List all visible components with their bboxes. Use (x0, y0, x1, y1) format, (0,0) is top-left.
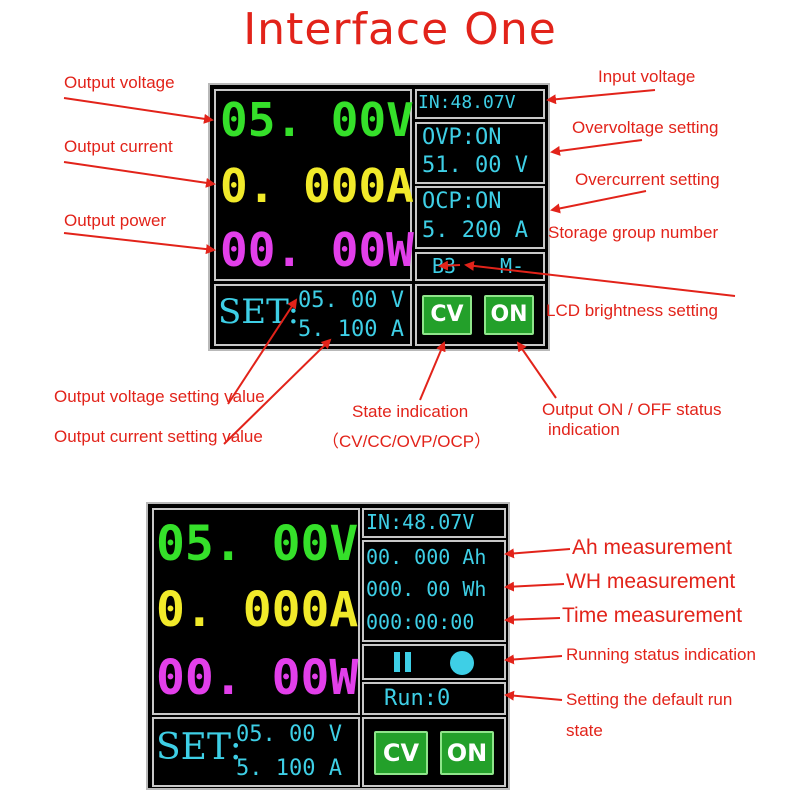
arrow-output-voltage (63, 97, 214, 124)
output-current-readout-2: 0. 000A (156, 582, 359, 638)
input-voltage-readout-2: IN:48.07V (366, 510, 475, 534)
output-power-readout: 00. 00W (220, 223, 414, 277)
label-overvoltage: Overvoltage setting (572, 118, 719, 137)
set-voltage-value: 05. 00 V (298, 288, 404, 313)
arrow-ah (504, 548, 571, 559)
page-title: Interface One (243, 4, 557, 55)
arrow-overcurrent (550, 190, 647, 214)
wh-readout: 000. 00 Wh (366, 577, 487, 601)
arrow-default-run (504, 690, 563, 701)
ocp-value: 5. 200 A (422, 218, 528, 243)
ovp-box (415, 122, 545, 184)
input-voltage-readout: IN:48.07V (418, 92, 516, 113)
label-default-run: Setting the default run (566, 690, 733, 709)
output-voltage-readout-2: 05. 00V (156, 516, 359, 572)
arrow-state-indication (419, 341, 446, 401)
arrow-output-power (63, 232, 216, 255)
ovp-value: 51. 00 V (422, 153, 528, 178)
label-wh-measurement: WH measurement (566, 570, 736, 593)
input-voltage-box (415, 89, 545, 119)
set-label-2: SET: (156, 727, 242, 768)
arrow-onoff-status (516, 341, 557, 399)
arrow-input-voltage (546, 89, 656, 105)
ah-readout: 00. 000 Ah (366, 545, 487, 569)
arrow-output-current (63, 161, 216, 188)
input-voltage-box-2 (362, 508, 506, 538)
ocp-box (415, 186, 545, 249)
label-running-status: Running status indication (566, 645, 756, 664)
label-storage-group: Storage group number (548, 223, 719, 242)
lcd-screen-interface-one: 05. 00V 0. 000A 00. 00W IN:48.07V OVP:ON… (208, 83, 550, 351)
label-state-indication: State indication (352, 402, 469, 421)
label-time-measurement: Time measurement (562, 604, 743, 627)
set-voltage-value-2: 05. 00 V (236, 722, 342, 747)
brightness-readout: M- (500, 254, 525, 278)
ovp-state: OVP:ON (422, 125, 502, 150)
label-state-modes: （CV/CC/OVP/OCP） (322, 432, 492, 451)
label-output-voltage: Output voltage (64, 73, 175, 92)
label-output-power: Output power (64, 211, 167, 230)
arrow-time (504, 614, 561, 625)
set-values-box-2 (152, 717, 360, 787)
storage-group-readout: B3 (432, 254, 457, 278)
label-overcurrent: Overcurrent setting (575, 170, 720, 189)
output-current-readout: 0. 000A (220, 159, 414, 213)
label-set-current: Output current setting value (54, 427, 263, 446)
set-current-value-2: 5. 100 A (236, 756, 342, 781)
label-lcd-brightness: LCD brightness setting (546, 301, 718, 320)
status-button-box-2 (362, 717, 506, 787)
time-readout: 000:00:00 (366, 610, 475, 634)
run-state-readout: Run:0 (384, 686, 451, 711)
arrow-wh (504, 581, 565, 592)
output-power-readout-2: 00. 00W (156, 650, 359, 706)
arrow-overvoltage (550, 139, 643, 156)
label-ah-measurement: Ah measurement (572, 536, 732, 559)
cv-mode-button[interactable]: CV (422, 295, 472, 335)
label-onoff-indication: indication (548, 420, 620, 439)
running-status-box (362, 644, 506, 680)
output-on-button-2[interactable]: ON (440, 731, 494, 775)
ocp-state: OCP:ON (422, 189, 502, 214)
label-output-current: Output current (64, 137, 173, 156)
arrow-running-status (504, 654, 563, 665)
cv-mode-button-2[interactable]: CV (374, 731, 428, 775)
pause-icon[interactable] (392, 650, 414, 674)
label-onoff-status: Output ON / OFF status (542, 400, 722, 419)
lcd-screen-interface-two: 05. 00V 0. 000A 00. 00W IN:48.07V 00. 00… (146, 502, 510, 790)
record-icon[interactable] (448, 649, 476, 677)
set-current-value: 5. 100 A (298, 317, 404, 342)
output-on-button[interactable]: ON (484, 295, 534, 335)
output-voltage-readout: 05. 00V (220, 93, 414, 147)
set-label: SET: (218, 292, 300, 332)
label-default-run-state: state (566, 721, 603, 740)
label-input-voltage: Input voltage (598, 67, 696, 86)
label-set-voltage: Output voltage setting value (54, 387, 265, 406)
main-readout-panel-2 (152, 508, 360, 715)
